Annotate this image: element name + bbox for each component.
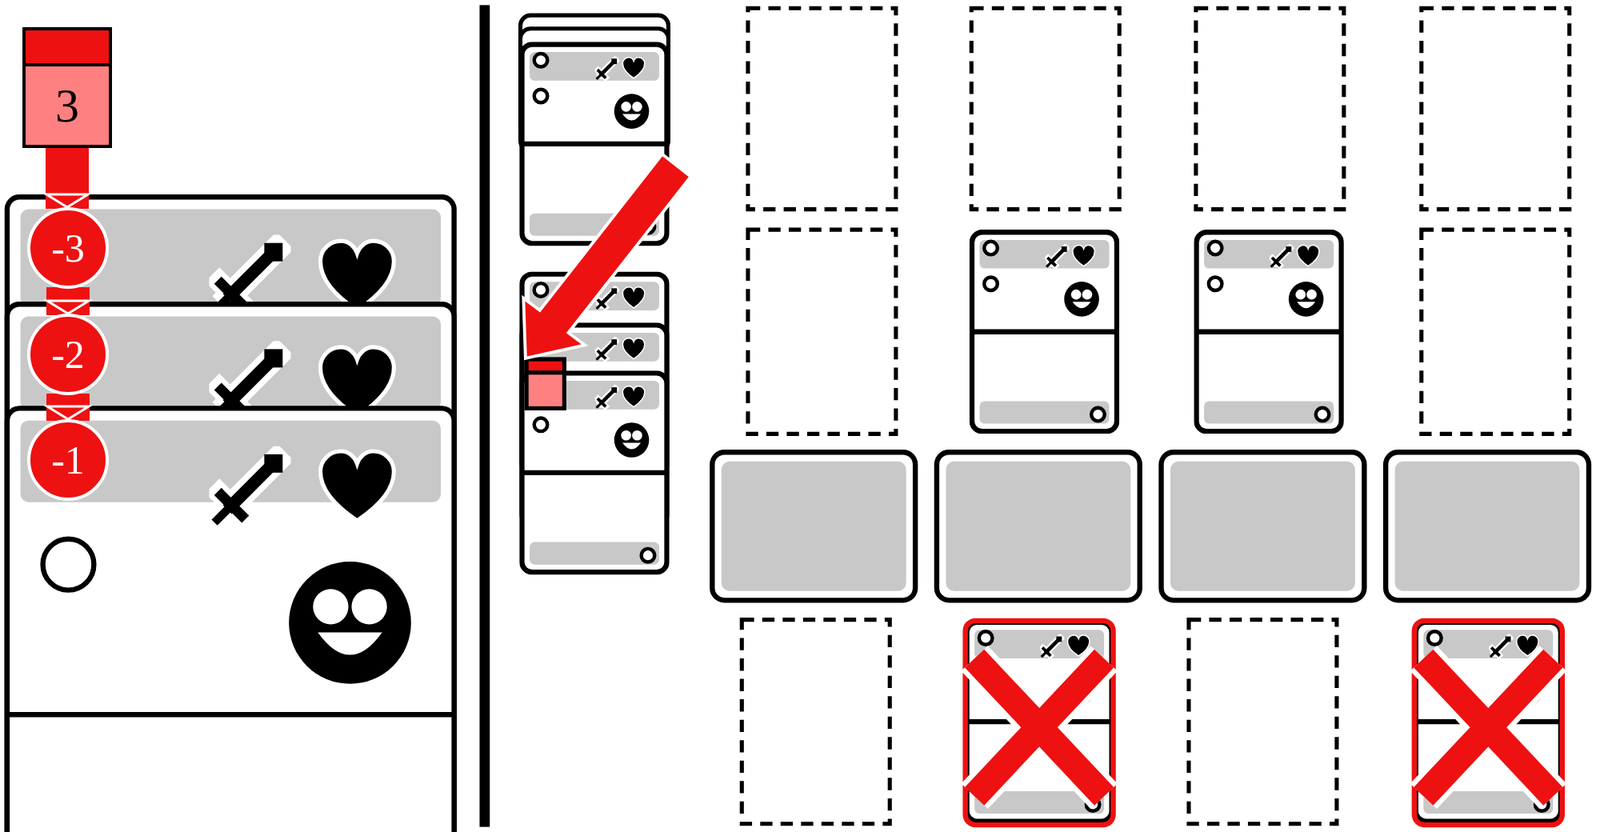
track-arrowhead <box>46 194 88 208</box>
token-body: 3 <box>25 66 109 145</box>
damage-track <box>45 146 89 209</box>
track-band <box>46 393 90 421</box>
damage-marker: -3 <box>27 207 109 289</box>
damage-number: -3 <box>51 224 85 272</box>
token-strip <box>25 30 109 67</box>
track-band <box>45 146 89 209</box>
track-arrowhead <box>47 300 89 314</box>
damage-track <box>46 393 90 421</box>
damage-marker: -1 <box>27 419 109 501</box>
damage-number: -1 <box>51 436 85 484</box>
damage-marker: -2 <box>27 313 109 396</box>
track-band <box>46 287 90 316</box>
damage-number: -2 <box>51 331 85 378</box>
token-value: 3 <box>55 78 80 134</box>
damage-track <box>46 287 90 316</box>
damage-token: 3 <box>22 27 112 148</box>
track-arrowhead <box>47 406 89 420</box>
